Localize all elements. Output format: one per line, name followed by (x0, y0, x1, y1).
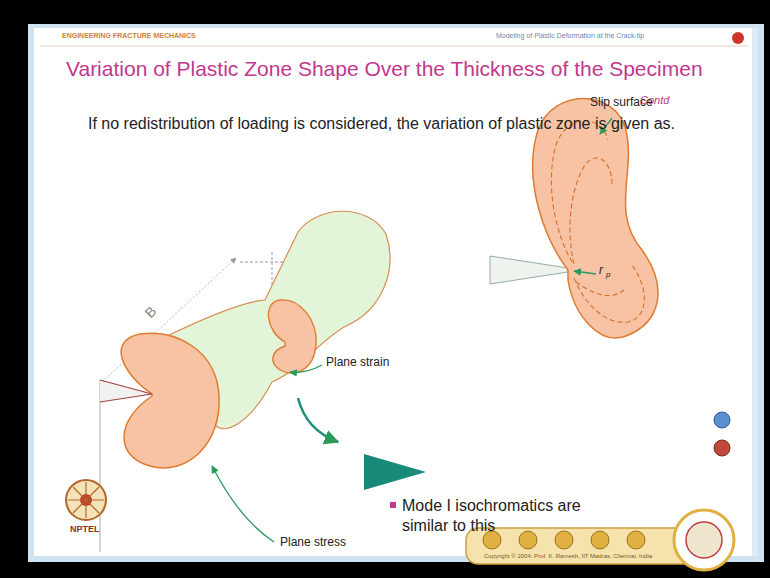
scrollbar (752, 28, 758, 556)
bullet-text: If no redistribution of loading is consi… (88, 114, 728, 134)
zone-label: Plane stress (280, 536, 346, 550)
header-text: ENGINEERING FRACTURE MECHANICS (62, 32, 196, 40)
nav-button (483, 531, 645, 549)
pointer-arrow (364, 454, 426, 490)
symbol-label: r (599, 264, 603, 278)
iit-logo (674, 510, 734, 570)
iit-logo (686, 522, 722, 558)
window-frame (28, 24, 764, 562)
crack (490, 256, 568, 284)
zone-label: Plane strain (326, 356, 389, 370)
nptel-logo (66, 480, 106, 520)
bullet-square (390, 502, 396, 508)
globe-icon (714, 440, 730, 456)
globe-icon (714, 412, 730, 428)
symbol-subscript: p (606, 270, 610, 279)
note-text: Mode I isochromatics are similar to this (402, 496, 602, 536)
nptel-logo (68, 482, 104, 518)
crack (100, 380, 152, 402)
plane-strain-zone (268, 300, 316, 373)
slip-line (576, 282, 624, 296)
leader-line (290, 365, 322, 372)
leader-line (212, 466, 274, 542)
slide-ground (34, 28, 758, 556)
copyright-text: Copyright © 2004: Prof. K. Ramesh, IIT M… (484, 553, 652, 560)
plane-stress-zone (121, 333, 219, 468)
slip-line (574, 265, 644, 322)
logo-text: NPTEL (70, 524, 100, 534)
leader-line (574, 271, 596, 274)
page-badge (732, 32, 744, 44)
thickness-axis (99, 380, 100, 552)
slip-line (551, 121, 608, 262)
header-text: Modeling of Plastic Deformation at the C… (496, 32, 644, 40)
butterfly-zone (533, 99, 658, 338)
slide-title: Variation of Plastic Zone Shape Over the… (66, 56, 706, 81)
curved-arrow (298, 398, 338, 442)
slip-line (570, 158, 612, 264)
header-rule (40, 46, 748, 47)
nav-bar (466, 528, 702, 564)
zone-label: Slip surface (590, 96, 653, 110)
